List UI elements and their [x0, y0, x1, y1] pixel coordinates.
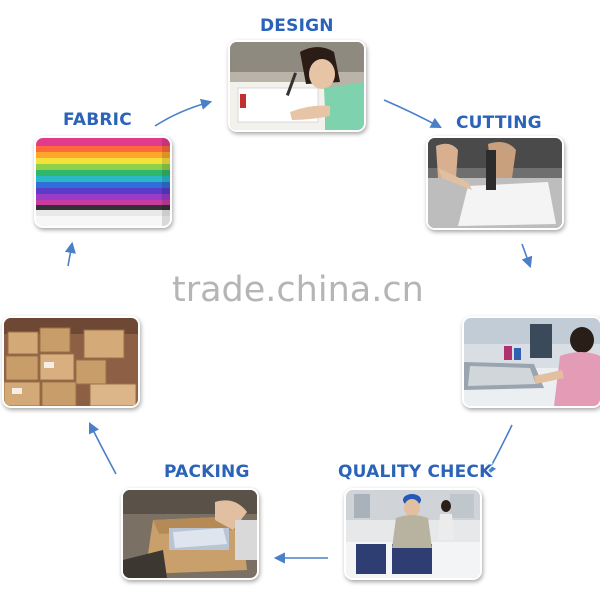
- photo-cutting: [426, 136, 564, 230]
- watermark-text: trade.china.cn: [172, 270, 424, 310]
- step-label-quality-check: QUALITY CHECK: [338, 462, 493, 482]
- photo-packing: [121, 488, 259, 580]
- arrow-design-to-cutting: [383, 99, 442, 129]
- photo-design: [228, 40, 366, 132]
- photo-sewing: [462, 316, 600, 408]
- photo-quality-check: [344, 488, 482, 580]
- arrow-cutting-to-sewing: [521, 243, 533, 269]
- photo-warehouse: [2, 316, 140, 408]
- arrow-packing-to-warehouse: [88, 421, 117, 475]
- step-label-design: DESIGN: [260, 16, 334, 36]
- step-label-cutting: CUTTING: [456, 113, 542, 133]
- arrow-warehouse-to-fabric: [64, 241, 76, 267]
- step-label-fabric: FABRIC: [63, 110, 132, 130]
- arrow-fabric-to-design: [154, 98, 213, 127]
- step-label-packing: PACKING: [164, 462, 250, 482]
- photo-fabric: [34, 136, 172, 228]
